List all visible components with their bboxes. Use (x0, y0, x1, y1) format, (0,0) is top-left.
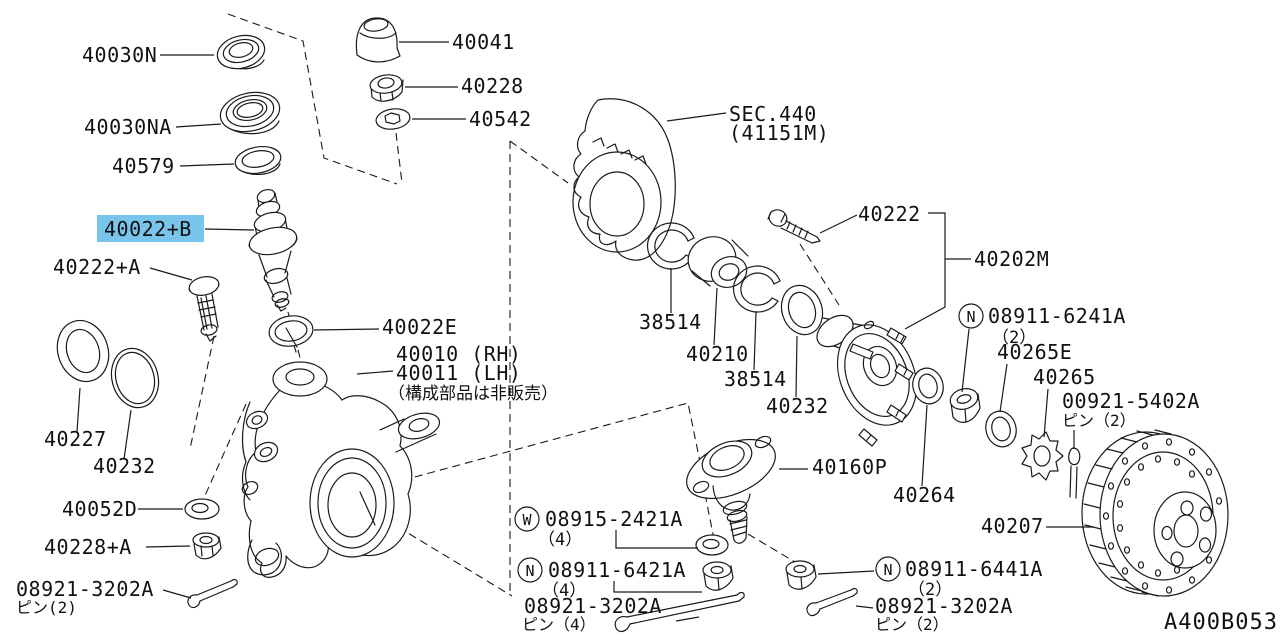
rotor-40207-art (1081, 429, 1229, 597)
kingpin-40022B-art (248, 188, 298, 312)
washer-40265E-art (985, 410, 1017, 448)
part-art (56, 17, 1229, 633)
label-pin2-center: ピン（2） (1062, 411, 1136, 430)
label-40011-LH[interactable]: 40011 (LH) (396, 361, 521, 385)
washer-40264-art (912, 367, 944, 405)
label-40579[interactable]: 40579 (112, 154, 175, 178)
label-38514-b[interactable]: 38514 (724, 367, 787, 391)
label-sec440[interactable]: SEC.440 (729, 102, 817, 126)
oring-40022E-art (268, 315, 314, 353)
label-08915-2421A[interactable]: 08915-2421A (545, 507, 683, 531)
snap-ring-38514a-art (646, 222, 695, 270)
labels: 40030N 40030NA 40579 40041 40228 40542 4… (16, 30, 1278, 635)
washer-2421A-art (695, 534, 729, 556)
label-40265[interactable]: 40265 (1033, 365, 1096, 389)
label-qty-4b: （4） (542, 581, 586, 601)
label-40041[interactable]: 40041 (452, 30, 515, 54)
label-40222A[interactable]: 40222+A (53, 255, 141, 279)
label-08921-3202A-center[interactable]: 08921-3202A (524, 594, 662, 618)
label-pin4: ピン（4） (522, 615, 596, 634)
circled-N3-letter: N (883, 561, 892, 579)
nut-40228A-art (192, 532, 222, 560)
oring-40227-art (56, 319, 110, 383)
label-08921-3202A-right[interactable]: 08921-3202A (875, 594, 1013, 618)
nut-6421A-art (702, 561, 734, 591)
label-note-components-not-sold: （構成部品は非販売） (388, 384, 558, 404)
circled-W-letter: W (522, 511, 532, 529)
label-38514-a[interactable]: 38514 (639, 310, 702, 334)
bolt-40222A-art (188, 276, 220, 342)
label-40232-right[interactable]: 40232 (766, 394, 829, 418)
circled-N3-icon (875, 556, 901, 582)
label-40227[interactable]: 40227 (44, 427, 107, 451)
bearing-40030N-art (216, 34, 266, 70)
label-40030N[interactable]: 40030N (82, 43, 157, 67)
rotor-drill-holes (1102, 438, 1223, 594)
label-40207[interactable]: 40207 (981, 514, 1044, 538)
label-08911-6241A[interactable]: 08911-6241A (988, 304, 1126, 328)
label-qty-2b: （2） (908, 580, 952, 600)
circled-W-icon (514, 506, 540, 532)
hub-40202M-art (816, 314, 918, 447)
circled-N2-icon (517, 557, 543, 583)
label-40022B-highlighted[interactable]: 40022+B (104, 217, 192, 241)
knuckle-art (241, 361, 441, 578)
snap-ring-38514b-art (732, 265, 781, 313)
label-40222[interactable]: 40222 (858, 202, 921, 226)
label-40202M[interactable]: 40202M (974, 247, 1049, 271)
seal-40232R-art (780, 284, 824, 336)
label-40228[interactable]: 40228 (461, 74, 524, 98)
label-pin2-right: ピン（2） (875, 615, 949, 634)
cotter-pin-left-art (187, 578, 238, 609)
oring-40232L-art (110, 347, 160, 409)
label-40542[interactable]: 40542 (469, 107, 532, 131)
circled-N-letter: N (966, 308, 975, 326)
nut-6241A-art (949, 388, 981, 423)
cotter-pin-center-art (614, 591, 745, 633)
bearing-40030NA-art (219, 91, 281, 135)
washer-40052D-art (184, 498, 220, 520)
circled-N2-letter: N (525, 562, 534, 580)
label-pin2-left: ピン(2) (16, 598, 77, 617)
nut-40228-art (369, 74, 404, 102)
label-00921-5402A[interactable]: 00921-5402A (1062, 389, 1200, 413)
nut-6441A-art (785, 560, 817, 590)
label-qty-2a: （2） (992, 328, 1036, 348)
label-08911-6441A[interactable]: 08911-6441A (905, 557, 1043, 581)
circled-N-icon (958, 303, 984, 329)
highlight-box[interactable] (97, 215, 204, 242)
label-08911-6421A[interactable]: 08911-6421A (548, 558, 686, 582)
label-40228A[interactable]: 40228+A (44, 535, 132, 559)
label-40010-RH[interactable]: 40010 (RH) (396, 342, 521, 366)
ball-joint-40160P-art (686, 435, 776, 544)
seal-40579-art (234, 145, 282, 175)
label-40264[interactable]: 40264 (893, 483, 956, 507)
label-41151M[interactable]: (41151M) (729, 121, 829, 145)
label-40265E[interactable]: 40265E (997, 340, 1072, 364)
label-08921-3202A-left[interactable]: 08921-3202A (16, 577, 154, 601)
label-40232-left[interactable]: 40232 (93, 454, 156, 478)
label-qty-4a: （4） (538, 530, 582, 550)
bearing-40210-art (687, 236, 749, 288)
bolt-40222-art (767, 209, 821, 244)
label-40022E[interactable]: 40022E (382, 315, 457, 339)
washer-40542-art (375, 108, 411, 130)
label-40030NA[interactable]: 40030NA (84, 115, 172, 139)
cotter-pin-right-art (806, 587, 858, 617)
leader-lines (76, 41, 1094, 622)
cotter-pin-00921-art (1068, 447, 1081, 499)
dust-cap-40041-art (355, 17, 401, 63)
splash-shield-art (572, 98, 676, 261)
label-40210[interactable]: 40210 (686, 342, 749, 366)
cap-40265-art (1021, 431, 1064, 481)
label-40052D[interactable]: 40052D (62, 497, 137, 521)
diagram-code: A400B053 (1164, 610, 1278, 635)
label-40160P[interactable]: 40160P (812, 455, 887, 479)
